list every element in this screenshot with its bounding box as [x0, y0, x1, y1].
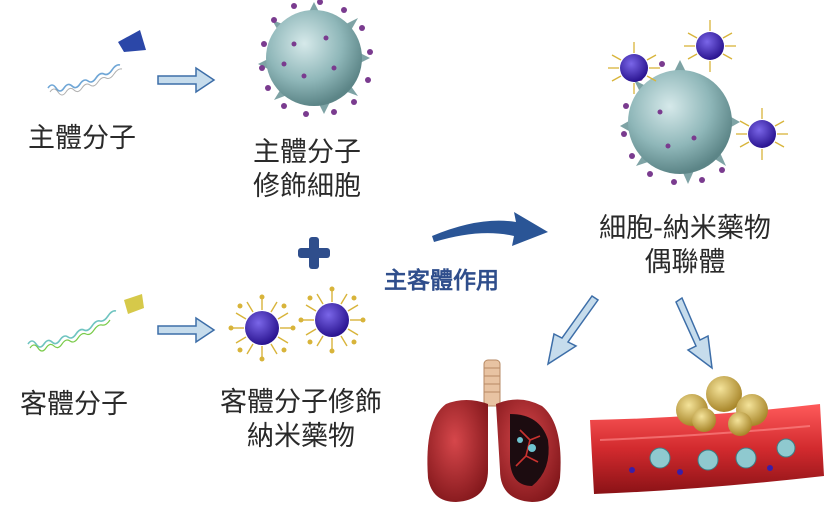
host-molecule-icon [47, 30, 146, 96]
host-guest-interaction-label: 主客體作用 [384, 264, 499, 298]
conjugate-label: 細胞-納米藥物 偶聯體 [570, 212, 800, 280]
host-guest-arrow [432, 212, 548, 246]
guest-nano-label: 客體分子修飾 納米藥物 [196, 386, 406, 454]
arrow-host-to-cell [157, 66, 216, 94]
host-cell-label: 主體分子 修飾細胞 [232, 136, 382, 204]
guest-molecule-label: 客體分子 [20, 388, 128, 422]
conjugate-icon [608, 20, 788, 185]
guest-nano-line1: 客體分子修飾 [220, 387, 382, 418]
host-cell-line1: 主體分子 [253, 137, 361, 168]
plus-icon [298, 237, 330, 269]
host-guest-interaction-text: 主客體作用 [384, 268, 499, 294]
guest-molecule-text: 客體分子 [20, 389, 128, 420]
host-cell-line2: 修飾細胞 [253, 171, 361, 202]
host-modified-cell-icon [258, 0, 373, 117]
lung-icon [427, 359, 561, 502]
arrow-to-lung [546, 294, 600, 366]
guest-nanoparticle-icon [228, 286, 366, 362]
guest-molecule-icon [27, 294, 144, 352]
arrow-to-vessel [675, 296, 713, 370]
host-molecule-label: 主體分子 [28, 122, 136, 156]
blood-vessel-icon [590, 376, 824, 494]
host-molecule-text: 主體分子 [28, 123, 136, 154]
arrow-guest-to-nano [157, 316, 216, 344]
guest-nano-line2: 納米藥物 [247, 421, 355, 452]
conjugate-line1: 細胞-納米藥物 [599, 213, 771, 244]
conjugate-line2: 偶聯體 [644, 247, 726, 278]
